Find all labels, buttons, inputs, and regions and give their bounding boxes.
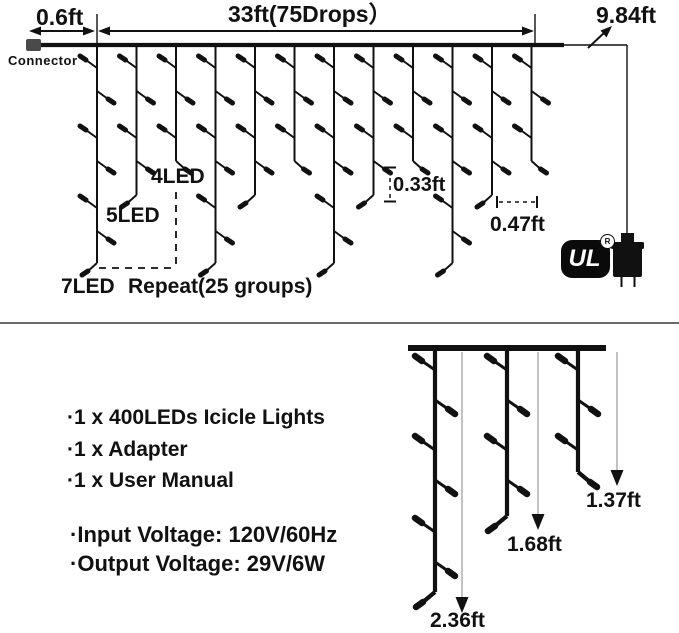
registered-trademark-icon: R bbox=[600, 234, 615, 249]
drop-spacing-measure bbox=[496, 196, 538, 208]
icicle-drops-top bbox=[80, 45, 549, 275]
label-5led: 5LED bbox=[106, 204, 160, 227]
connector-label: Connector bbox=[8, 53, 78, 68]
icicle-drop-7led bbox=[199, 45, 233, 275]
dim-drop-spacing: 0.47ft bbox=[490, 213, 545, 236]
icicle-drops-bottom bbox=[415, 348, 598, 607]
icicle-drop-7led bbox=[317, 45, 351, 275]
output-voltage-spec: ·Output Voltage: 29V/6W bbox=[70, 551, 326, 576]
dimension-markers bbox=[96, 14, 536, 45]
icicle-drop-4led bbox=[515, 45, 549, 173]
icicle-drop-7led bbox=[415, 348, 455, 607]
dim-drop-medium: 1.68ft bbox=[507, 533, 562, 556]
icicle-drop-4led bbox=[159, 45, 193, 173]
label-7led: 7LED bbox=[61, 275, 115, 298]
dim-led-spacing: 0.33ft bbox=[393, 174, 446, 196]
dim-lead-wire: 9.84ft bbox=[596, 2, 657, 28]
icicle-drop-4led bbox=[558, 348, 598, 487]
dim-total-span: 33ft(75Drops） bbox=[228, 1, 392, 27]
dim-arrow-total-span bbox=[98, 26, 534, 36]
dim-arrow-lead-wire bbox=[587, 26, 612, 49]
drop-length-arrows bbox=[455, 352, 624, 613]
dim-arrow-connector-offset bbox=[29, 26, 95, 36]
led-spacing-measure bbox=[384, 166, 396, 203]
dim-connector-offset: 0.6ft bbox=[36, 4, 84, 30]
label-4led: 4LED bbox=[151, 165, 205, 188]
icicle-drop-5led bbox=[238, 45, 272, 207]
dim-drop-long: 2.36ft bbox=[430, 609, 485, 632]
package-item-lights: ·1 x 400LEDs Icicle Lights bbox=[67, 406, 325, 429]
dim-drop-short: 1.37ft bbox=[586, 489, 641, 512]
input-voltage-spec: ·Input Voltage: 120V/60Hz bbox=[70, 522, 338, 547]
package-item-manual: ·1 x User Manual bbox=[67, 469, 234, 492]
icicle-drop-4led bbox=[396, 45, 430, 173]
connector-plug bbox=[26, 39, 41, 51]
power-plug-icon bbox=[611, 233, 644, 287]
main-wire bbox=[26, 39, 628, 234]
label-repeat: Repeat(25 groups) bbox=[128, 275, 313, 298]
ul-certification-badge: UL R bbox=[561, 234, 615, 278]
icicle-drop-5led bbox=[357, 45, 391, 207]
icicle-drop-7led bbox=[80, 45, 114, 275]
icicle-drop-5led bbox=[120, 45, 154, 207]
icicle-drop-5led bbox=[475, 45, 509, 207]
icicle-drop-4led bbox=[278, 45, 312, 173]
package-item-adapter: ·1 x Adapter bbox=[67, 438, 188, 461]
icicle-drop-5led bbox=[487, 348, 527, 531]
icicle-drop-7led bbox=[436, 45, 470, 275]
ul-logo-text: UL bbox=[568, 245, 601, 272]
